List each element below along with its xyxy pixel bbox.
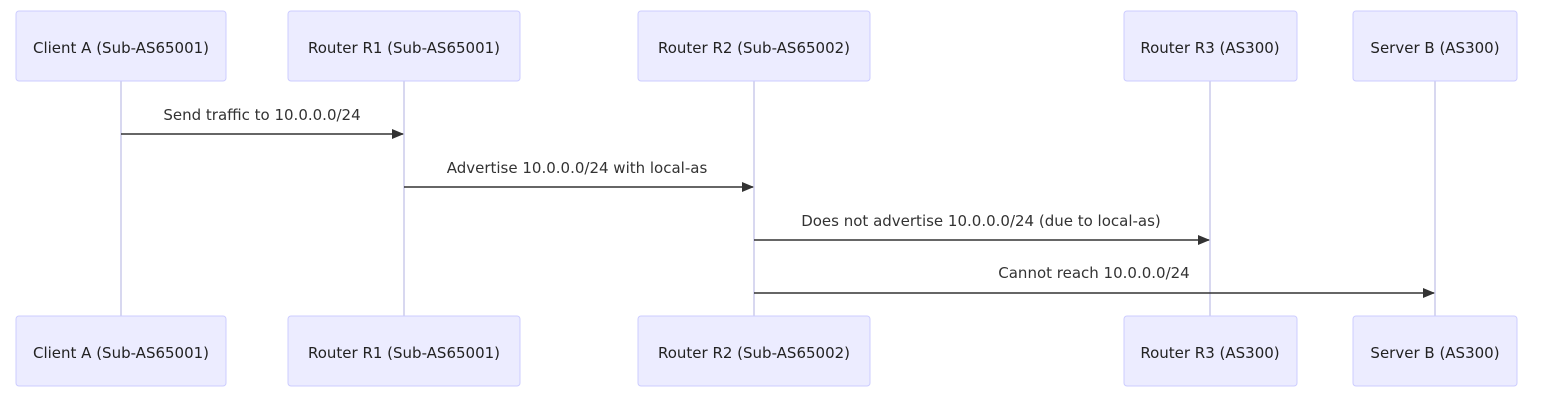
actor-label: Server B (AS300) <box>1370 344 1499 362</box>
actor-box <box>637 10 871 82</box>
actor-router-r2-bottom: Router R2 (Sub-AS65002) <box>637 315 871 387</box>
message-1: Send traffic to 10.0.0.0/24 <box>121 106 404 139</box>
actor-label: Router R2 (Sub-AS65002) <box>658 39 850 57</box>
actor-box <box>1123 10 1298 82</box>
actor-client-a-bottom: Client A (Sub-AS65001) <box>15 315 227 387</box>
message-label: Advertise 10.0.0.0/24 with local-as <box>447 159 708 177</box>
actor-router-r3-top: Router R3 (AS300) <box>1123 10 1298 82</box>
actor-server-b-top: Server B (AS300) <box>1352 10 1518 82</box>
actor-label: Router R2 (Sub-AS65002) <box>658 344 850 362</box>
actor-label: Client A (Sub-AS65001) <box>33 39 209 57</box>
actor-router-r3-bottom: Router R3 (AS300) <box>1123 315 1298 387</box>
actor-box <box>15 315 227 387</box>
actor-router-r2-top: Router R2 (Sub-AS65002) <box>637 10 871 82</box>
actor-box <box>637 315 871 387</box>
actor-label: Client A (Sub-AS65001) <box>33 344 209 362</box>
actors-top: Client A (Sub-AS65001) Router R1 (Sub-AS… <box>15 10 1518 82</box>
actor-server-b-bottom: Server B (AS300) <box>1352 315 1518 387</box>
actor-box <box>287 315 521 387</box>
actor-router-r1-bottom: Router R1 (Sub-AS65001) <box>287 315 521 387</box>
actor-box <box>1123 315 1298 387</box>
actor-label: Server B (AS300) <box>1370 39 1499 57</box>
actor-box <box>1352 10 1518 82</box>
actor-label: Router R1 (Sub-AS65001) <box>308 344 500 362</box>
actor-box <box>1352 315 1518 387</box>
message-4: Cannot reach 10.0.0.0/24 <box>754 264 1435 298</box>
message-3: Does not advertise 10.0.0.0/24 (due to l… <box>754 212 1210 245</box>
message-label: Does not advertise 10.0.0.0/24 (due to l… <box>801 212 1161 230</box>
message-label: Send traffic to 10.0.0.0/24 <box>163 106 360 124</box>
actor-label: Router R3 (AS300) <box>1140 344 1279 362</box>
message-2: Advertise 10.0.0.0/24 with local-as <box>404 159 754 192</box>
actor-label: Router R1 (Sub-AS65001) <box>308 39 500 57</box>
messages: Send traffic to 10.0.0.0/24 Advertise 10… <box>121 106 1435 298</box>
actor-box <box>287 10 521 82</box>
actor-label: Router R3 (AS300) <box>1140 39 1279 57</box>
actor-client-a-top: Client A (Sub-AS65001) <box>15 10 227 82</box>
actor-router-r1-top: Router R1 (Sub-AS65001) <box>287 10 521 82</box>
message-label: Cannot reach 10.0.0.0/24 <box>998 264 1189 282</box>
actors-bottom: Client A (Sub-AS65001) Router R1 (Sub-AS… <box>15 315 1518 387</box>
lifelines <box>120 81 1436 316</box>
actor-box <box>15 10 227 82</box>
